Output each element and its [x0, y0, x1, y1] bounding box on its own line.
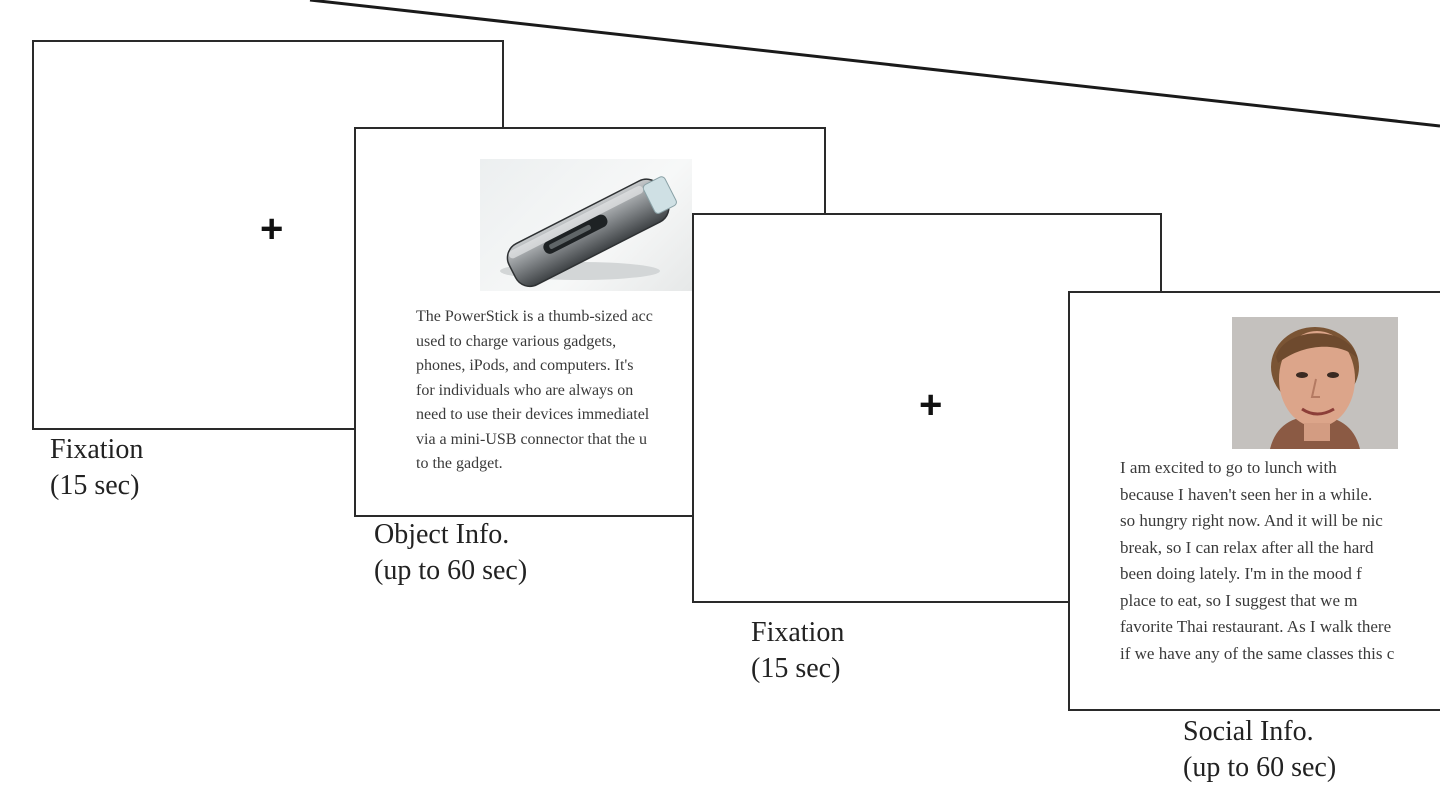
caption-fixation-1: Fixation (15 sec): [50, 432, 143, 504]
text-line: for individuals who are always on: [416, 381, 634, 399]
social-description: I am excited to go to lunch with because…: [1120, 455, 1394, 667]
caption-title: Fixation: [50, 434, 144, 465]
text-line: place to eat, so I suggest that we m: [1120, 590, 1358, 610]
text-line: if we have any of the same classes this …: [1120, 643, 1395, 663]
text-line: need to use their devices immediatel: [416, 406, 650, 423]
fixation-cross: +: [260, 207, 284, 251]
text-line: I am excited to go to lunch with: [1120, 458, 1337, 477]
face-icon: [1232, 317, 1398, 449]
caption-duration: (up to 60 sec): [374, 555, 528, 586]
social-info-panel: I am excited to go to lunch with because…: [1068, 291, 1440, 711]
caption-social-info: Social Info. (up to 60 sec): [1183, 714, 1336, 786]
text-line: phones, iPods, and computers. It's: [416, 357, 634, 374]
caption-title: Social Info.: [1183, 716, 1314, 747]
text-line: to the gadget.: [416, 455, 503, 472]
caption-duration: (up to 60 sec): [1183, 752, 1337, 783]
caption-fixation-2: Fixation (15 sec): [751, 615, 844, 687]
text-line: The PowerStick is a thumb-sized acc: [416, 308, 653, 325]
usb-powerstick-image: [480, 159, 692, 291]
text-line: break, so I can relax after all the hard: [1120, 537, 1374, 557]
object-description: The PowerStick is a thumb-sized acc used…: [416, 305, 653, 477]
text-line: been doing lately. I'm in the mood f: [1120, 564, 1362, 583]
caption-duration: (15 sec): [50, 470, 140, 501]
caption-title: Object Info.: [374, 519, 510, 550]
text-line: favorite Thai restaurant. As I walk ther…: [1120, 617, 1392, 636]
face-image: [1232, 317, 1398, 449]
text-line: used to charge various gadgets,: [416, 332, 617, 350]
fixation-cross: +: [919, 383, 943, 427]
caption-object-info: Object Info. (up to 60 sec): [374, 517, 527, 589]
caption-duration: (15 sec): [751, 653, 841, 684]
text-line: because I haven't seen her in a while.: [1120, 484, 1373, 504]
caption-title: Fixation: [751, 617, 845, 648]
text-line: via a mini-USB connector that the u: [416, 430, 648, 448]
text-line: so hungry right now. And it will be nic: [1120, 511, 1383, 530]
usb-powerstick-icon: [500, 176, 677, 288]
